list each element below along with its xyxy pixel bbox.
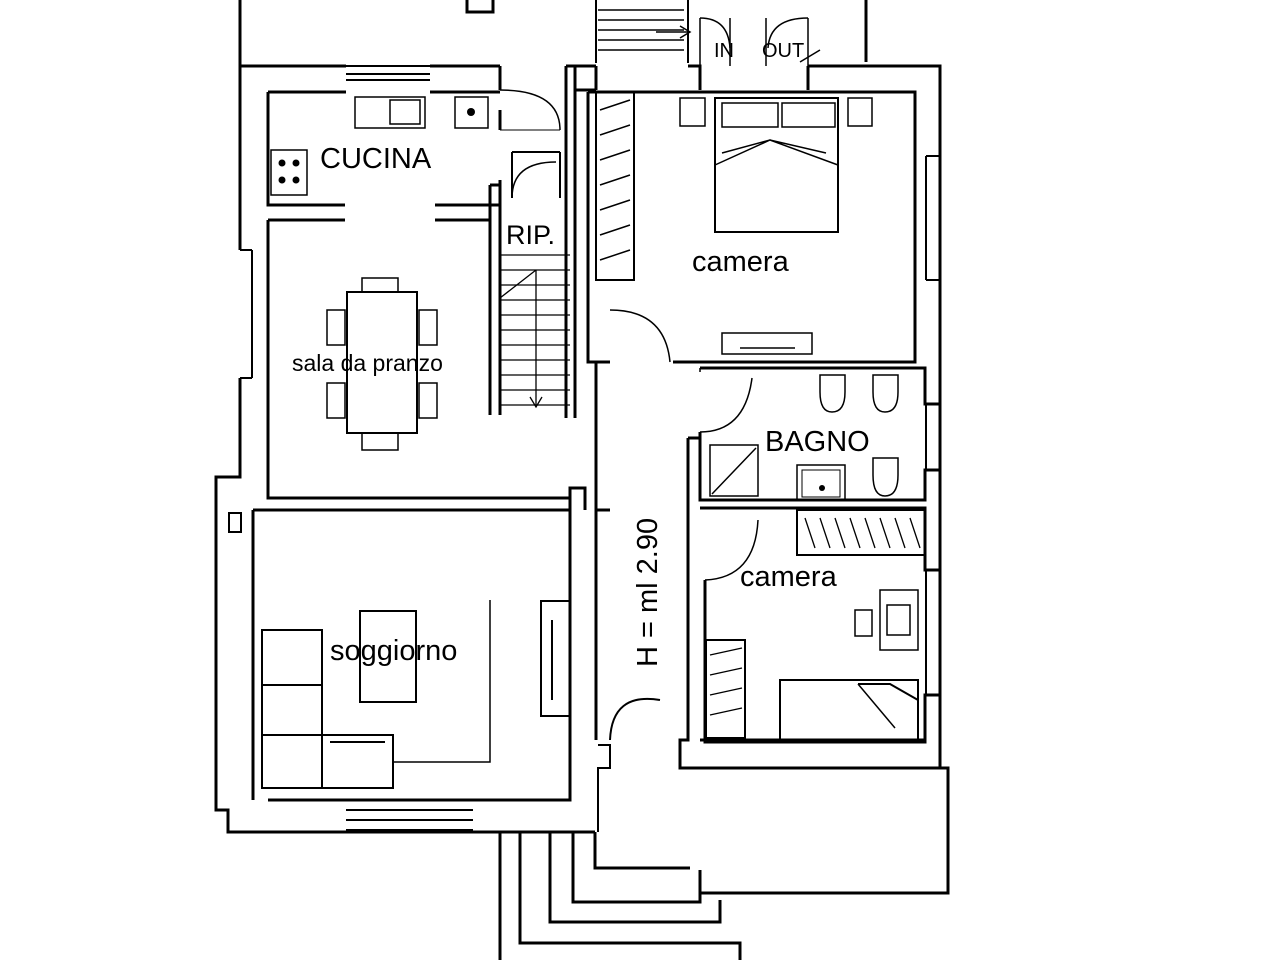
appliance-icon	[467, 108, 475, 116]
stove-burner-icon	[292, 159, 300, 167]
stove-burner-icon	[278, 159, 286, 167]
stove-burner-icon	[292, 176, 300, 184]
label-camera-singola: camera	[740, 561, 838, 593]
sink-drain-icon	[819, 485, 825, 491]
plan-walls	[214, 0, 950, 960]
label-ripostiglio: RIP.	[506, 220, 555, 250]
label-bagno: BAGNO	[765, 426, 870, 458]
label-ingresso-in: IN	[714, 40, 734, 62]
label-soggiorno: soggiorno	[330, 635, 457, 667]
label-altezza: H = ml 2.90	[632, 518, 664, 667]
stove-burner-icon	[278, 176, 286, 184]
plan-symbols	[278, 108, 825, 491]
label-cucina: CUCINA	[320, 143, 432, 175]
label-sala-da-pranzo: sala da pranzo	[292, 350, 443, 376]
label-camera-matrimoniale: camera	[692, 246, 790, 278]
label-ingresso-out: OUT	[762, 40, 804, 62]
